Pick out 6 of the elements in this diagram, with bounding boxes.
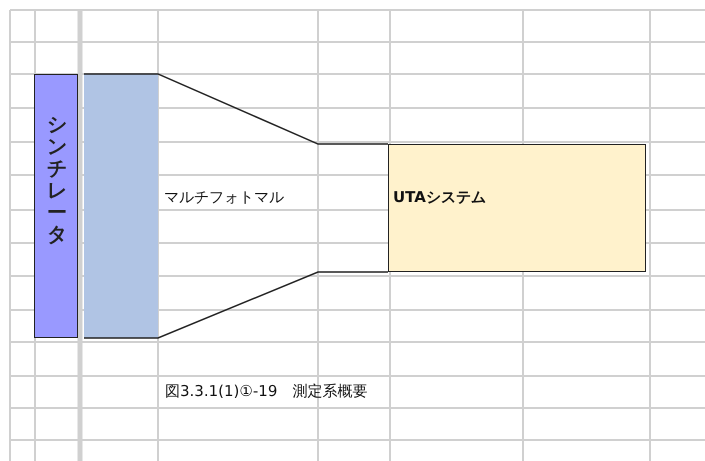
scintillator-label: シンチレータ (47, 113, 67, 245)
figure-caption: 図3.3.1(1)①-19 測定系概要 (165, 382, 368, 401)
system-label: UTAシステム (393, 188, 486, 207)
system-box (388, 144, 646, 272)
photomultiplier-label: マルチフォトマル (164, 188, 284, 207)
scintillator-bar (34, 74, 78, 338)
